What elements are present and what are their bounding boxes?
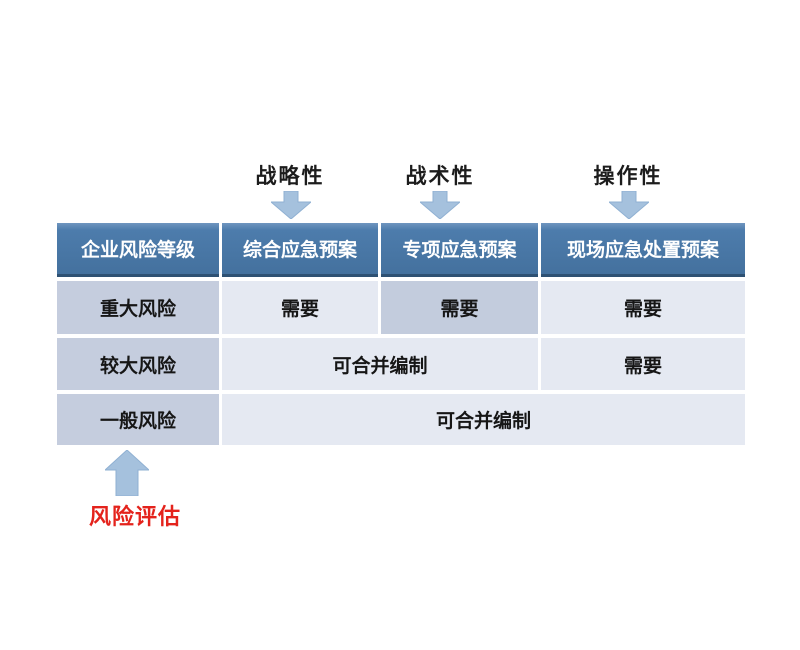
row-major-comprehensive-value: 需要 xyxy=(222,281,378,334)
up-arrow-icon xyxy=(105,450,149,496)
header-risk-level: 企业风险等级 xyxy=(57,223,219,277)
strategic-label: 战略性 xyxy=(255,163,325,188)
risk-assessment-label: 风险评估 xyxy=(88,504,181,530)
header-comprehensive-plan: 综合应急预案 xyxy=(222,223,378,277)
tactical-label: 战术性 xyxy=(405,163,475,188)
down-arrow-icon xyxy=(420,191,460,219)
emergency-plan-table: 企业风险等级 综合应急预案 专项应急预案 现场应急处置预案 重大风险 需要 需要… xyxy=(57,223,745,445)
down-arrow-icon xyxy=(271,191,311,219)
row-major-risk-level: 重大风险 xyxy=(57,281,219,334)
row-larger-risk-level: 较大风险 xyxy=(57,338,219,390)
row-general-merged-value: 可合并编制 xyxy=(222,394,745,445)
row-major-onsite-value: 需要 xyxy=(541,281,745,334)
row-general-risk-level: 一般风险 xyxy=(57,394,219,445)
row-major-special-value: 需要 xyxy=(381,281,538,334)
row-larger-onsite-value: 需要 xyxy=(541,338,745,390)
header-special-plan: 专项应急预案 xyxy=(381,223,538,277)
operational-label: 操作性 xyxy=(593,163,663,188)
row-larger-merged-value: 可合并编制 xyxy=(222,338,538,390)
down-arrow-icon xyxy=(609,191,649,219)
header-onsite-plan: 现场应急处置预案 xyxy=(541,223,745,277)
